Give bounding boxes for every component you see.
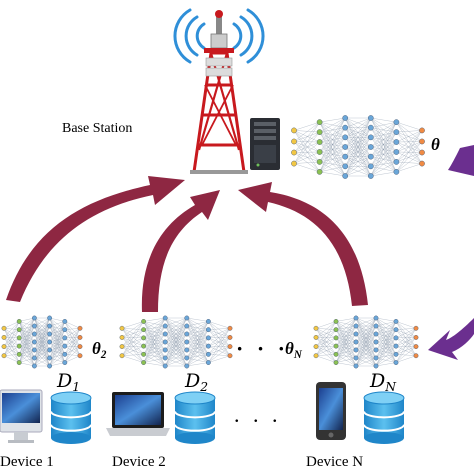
- database-1-icon: [50, 391, 92, 444]
- local-model-label-N: θN: [285, 339, 302, 361]
- device-1-label: Device 1: [0, 454, 54, 470]
- database-2-icon: [174, 391, 216, 444]
- base-station-label: Base Station: [62, 121, 133, 136]
- neural-network-device2-icon: [119, 315, 233, 369]
- broadcast-arrow: [428, 145, 474, 360]
- database-N-icon: [363, 391, 405, 444]
- device-ellipsis: . . .: [234, 402, 282, 427]
- server-icon: [250, 118, 280, 170]
- upload-arrow-device1: [6, 176, 185, 302]
- device-N-label: Device N: [306, 454, 364, 470]
- upload-arrow-device2: [141, 190, 220, 312]
- imac-icon: [0, 389, 43, 443]
- neural-network-global-icon: [291, 115, 425, 179]
- ipod-icon: [316, 382, 346, 440]
- global-model-label: θ: [431, 135, 440, 154]
- laptop-icon: [106, 392, 170, 436]
- signal-waves-icon: [173, 8, 265, 64]
- datasets: [50, 391, 405, 444]
- dataset-label-1: D1: [57, 370, 81, 394]
- neural-network-device1-icon: [1, 315, 83, 369]
- neural-networks: [1, 115, 425, 369]
- model-ellipsis: · · ·: [236, 336, 290, 361]
- dataset-label-2: D2: [185, 370, 209, 394]
- local-model-label-2: θ2: [92, 339, 107, 361]
- cell-tower-icon: [190, 10, 248, 174]
- upload-arrow-deviceN: [238, 182, 368, 306]
- device-2-label: Device 2: [112, 454, 166, 470]
- neural-network-deviceN-icon: [313, 315, 419, 369]
- dataset-label-N: DN: [370, 370, 397, 394]
